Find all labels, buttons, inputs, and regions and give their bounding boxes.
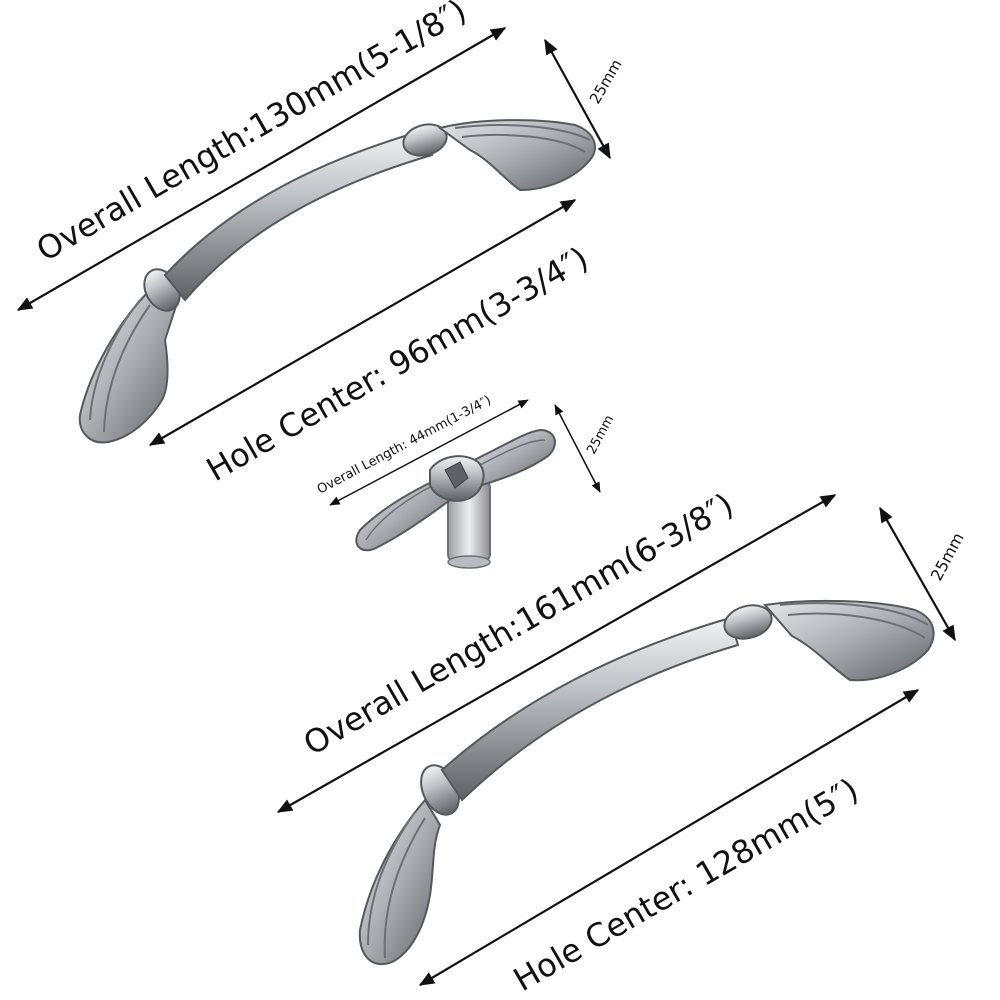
- arrow-small-overall-length: [16, 27, 507, 311]
- label-knob-height: 25mm: [584, 413, 617, 457]
- arrow-large-hole-center: [418, 689, 920, 986]
- arrow-small-hole-center: [148, 199, 577, 446]
- label-large-height: 25mm: [927, 529, 968, 583]
- label-large-hole-center: Hole Center: 128mm(5″): [507, 770, 865, 999]
- arrow-knob-height: [554, 404, 601, 493]
- label-small-height: 25mm: [586, 56, 626, 107]
- arrow-knob-overall-length: [329, 399, 529, 506]
- handle-large-left-foot: [358, 798, 442, 966]
- handle-small-left-foot: [78, 288, 180, 444]
- handle-large-right-foot: [763, 599, 935, 682]
- arrow-small-height: [544, 38, 611, 160]
- arrow-large-height: [879, 506, 956, 642]
- handle-small-right-foot: [437, 119, 596, 192]
- arrow-large-overall-length: [276, 494, 837, 813]
